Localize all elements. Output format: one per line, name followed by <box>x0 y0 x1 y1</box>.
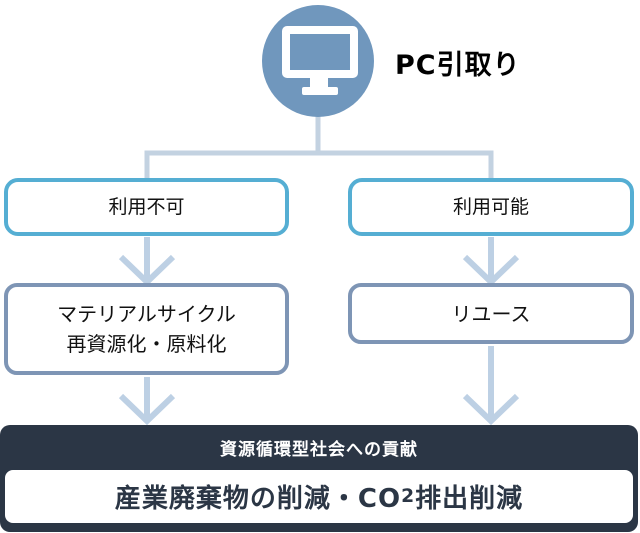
banner-result-prefix: 産業廃棄物の削減・CO <box>114 484 402 514</box>
condition-box-unusable: 利用不可 <box>4 178 289 236</box>
banner-result-subscript: 2 <box>401 486 416 507</box>
monitor-stand <box>310 78 328 87</box>
banner-result-suffix: 排出削減 <box>415 484 524 514</box>
outcome-label: マテリアルサイクル 再資源化・原料化 <box>57 299 236 359</box>
pc-pickup-circle <box>262 5 374 117</box>
monitor-base <box>302 87 338 95</box>
monitor-icon <box>282 26 358 78</box>
outcome-line-1: マテリアルサイクル <box>57 302 236 326</box>
branch-tree-lines <box>144 112 494 180</box>
outcome-label: リユース <box>451 301 531 326</box>
condition-label: 利用可能 <box>452 195 529 218</box>
diagram-title: PC引取り <box>395 50 521 81</box>
outcome-box-material-cycle: マテリアルサイクル 再資源化・原料化 <box>4 283 289 375</box>
arrow-down-icon <box>118 237 520 287</box>
outcome-box-reuse: リユース <box>348 283 634 344</box>
condition-label: 利用不可 <box>108 195 185 218</box>
banner-heading: 資源循環型社会への貢献 <box>220 440 418 460</box>
condition-box-usable: 利用可能 <box>348 178 634 236</box>
outcome-line-2: 再資源化・原料化 <box>66 332 227 356</box>
